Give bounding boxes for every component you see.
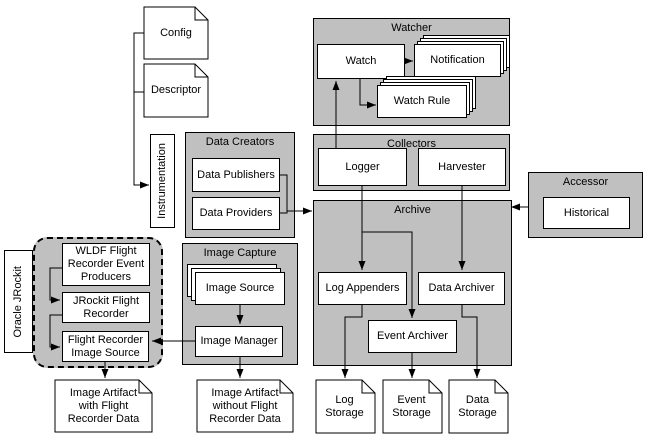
instrumentation-box: Instrumentation [150, 134, 175, 228]
image-source-stack: Image Source [187, 264, 285, 305]
event-archiver-box: Event Archiver [368, 320, 457, 353]
notification-box: Notification [414, 44, 501, 77]
image-capture-group-title: Image Capture [203, 247, 277, 259]
descriptor-doc-label: Descriptor [150, 84, 202, 96]
watch-rule-box: Watch Rule [377, 85, 467, 118]
notification-stack: Notification [414, 35, 511, 77]
logger-box: Logger [318, 148, 407, 186]
image-source-box: Image Source [195, 272, 285, 305]
log-storage-doc-label: Log Storage [325, 393, 364, 419]
watch-box: Watch [317, 44, 405, 79]
oracle-jrockit-label: Oracle JRockit [12, 265, 24, 338]
data-storage-doc-label: Data Storage [458, 393, 497, 419]
data-providers-box: Data Providers [192, 197, 280, 230]
accessor-group-title: Accessor [562, 176, 609, 188]
collectors-group-title: Collectors [387, 138, 436, 150]
image-artifact-with-doc-label: Image Artifact with Flight Recorder Data [67, 386, 140, 425]
historical-box: Historical [543, 197, 630, 229]
instrumentation-label: Instrumentation [156, 143, 168, 219]
config-doc-label: Config [160, 26, 192, 39]
flight-recorder-image-source-box: Flight Recorder Image Source [62, 331, 149, 362]
watcher-group-title: Watcher [391, 22, 432, 34]
event-storage-doc-label: Event Storage [392, 393, 431, 419]
archive-group-title: Archive [394, 204, 431, 216]
oracle-jrockit-box: Oracle JRockit [4, 250, 33, 353]
watch-rule-stack: Watch Rule [377, 76, 476, 118]
jrockit-flight-recorder-box: JRockit Flight Recorder [62, 292, 150, 323]
log-appenders-box: Log Appenders [318, 272, 407, 305]
data-archiver-box: Data Archiver [418, 272, 505, 305]
data-publishers-box: Data Publishers [192, 158, 280, 192]
data-creators-group-title: Data Creators [205, 136, 275, 148]
image-artifact-without-doc-label: Image Artifact without Flight Recorder D… [209, 386, 281, 425]
harvester-box: Harvester [418, 148, 506, 186]
image-manager-box: Image Manager [195, 326, 283, 357]
wldf-flight-recorder-event-producers-box: WLDF Flight Recorder Event Producers [62, 243, 150, 286]
